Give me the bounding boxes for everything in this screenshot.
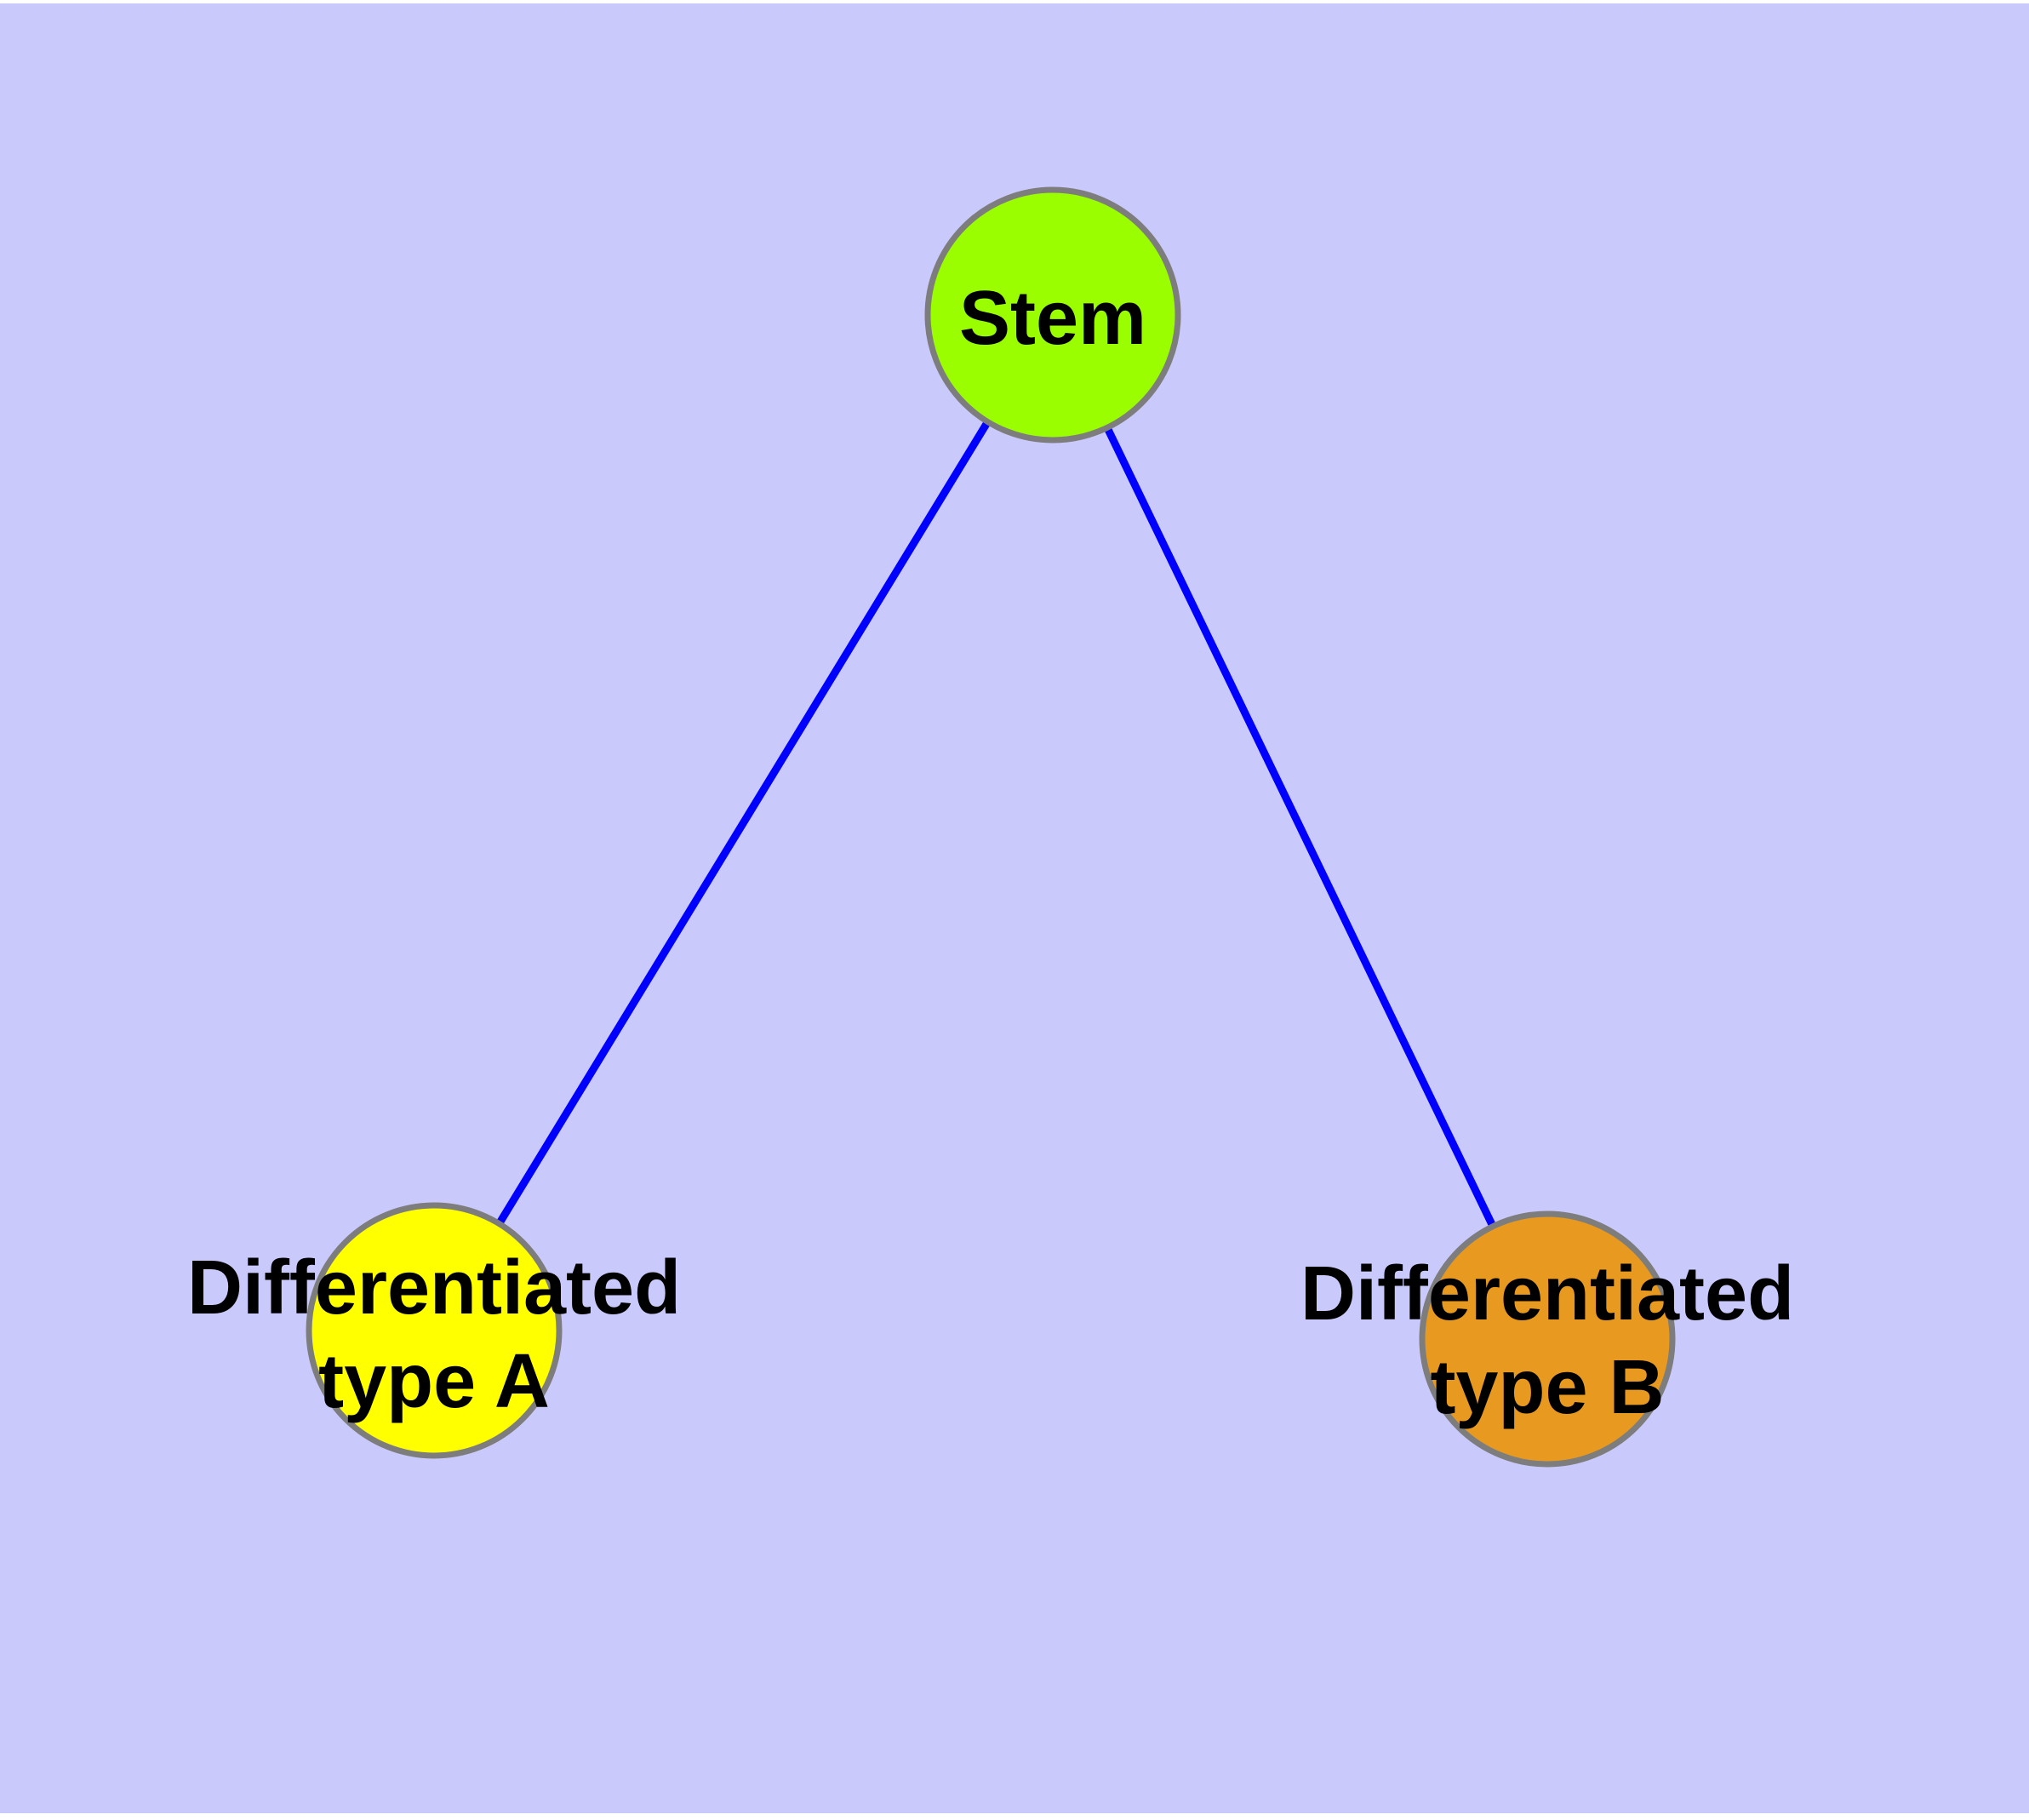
label-line: Differentiated (186, 1245, 682, 1331)
label-line: Stem (958, 276, 1147, 361)
node-type-a-label: Differentiated type A (187, 1241, 681, 1428)
node-type-a-circle (306, 1202, 563, 1459)
node-type-b-label: Differentiated type B (1300, 1247, 1794, 1434)
label-line: Differentiated (1300, 1251, 1795, 1336)
node-stem-circle (924, 186, 1181, 444)
edge-stem-to-type-a (431, 312, 1056, 1333)
label-line: type A (318, 1339, 550, 1424)
label-line: type B (1430, 1345, 1665, 1430)
node-type-b-circle (1419, 1210, 1676, 1468)
node-stem-label: Stem (959, 272, 1146, 365)
edge-stem-to-type-b (1049, 313, 1552, 1341)
